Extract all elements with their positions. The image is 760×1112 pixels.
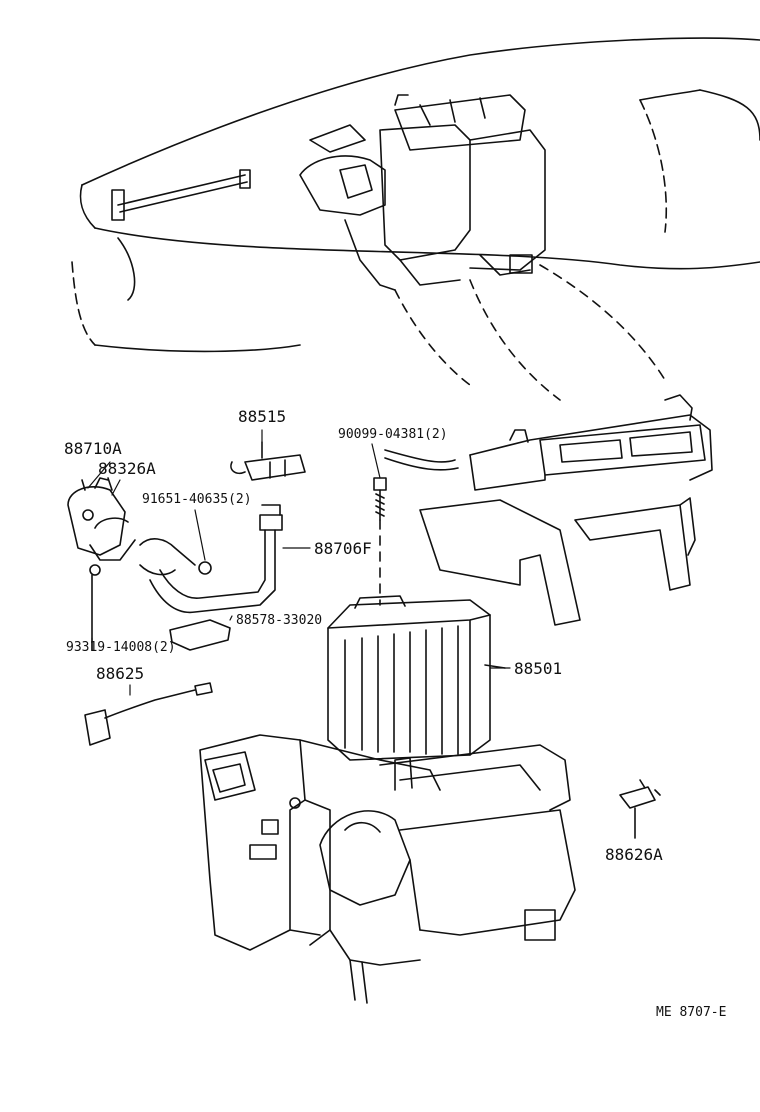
callout-88626a: 88626A (605, 845, 663, 864)
housing-88710a (67, 477, 136, 651)
reference-code: ME 8707-E (656, 1005, 727, 1020)
callout-91651-40635: 91651-40635(2) (142, 492, 252, 507)
callout-88515: 88515 (238, 407, 287, 426)
callout-88625: 88625 (96, 664, 145, 683)
callout-88326a: 88326A (98, 459, 156, 478)
pad-88578 (169, 619, 231, 651)
switch-88515 (230, 441, 306, 481)
leader-lines (379, 264, 666, 606)
support-bar (111, 169, 251, 221)
pipe-88706f (139, 504, 283, 614)
evaporator-88501 (327, 595, 506, 761)
callout-88578-33020: 88578-33020 (236, 613, 323, 628)
installed-unit-top (299, 94, 546, 291)
callout-88710a: 88710A (64, 439, 122, 458)
callout-88501: 88501 (514, 659, 563, 678)
lower-case (199, 734, 576, 1004)
dashboard-outline (71, 37, 760, 353)
sensor-88625 (84, 682, 213, 746)
bolt-90099 (373, 477, 387, 521)
callout-88706f: 88706F (314, 539, 372, 558)
callout-93319-14008: 93319-14008(2) (66, 640, 176, 655)
upper-duct (384, 394, 713, 626)
sensor-88626a (619, 779, 661, 839)
label-leaders (87, 429, 511, 696)
callout-90099-04381: 90099-04381(2) (338, 427, 448, 442)
